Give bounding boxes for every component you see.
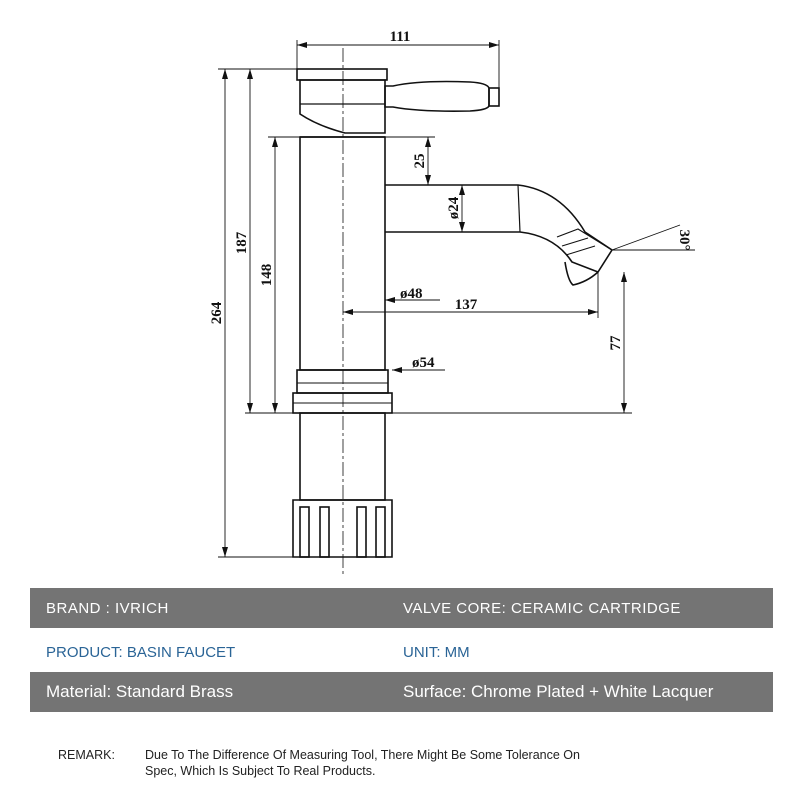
faucet-technical-drawing: 111 264 187 148 25 ø24 30° ø48 137 77 ø5… bbox=[209, 29, 695, 575]
unit-text: UNIT: MM bbox=[403, 643, 470, 661]
dim-spout-angle: 30° bbox=[676, 230, 692, 251]
mounting-shank bbox=[299, 412, 386, 501]
handle-lever bbox=[384, 80, 490, 112]
remark-line-2: Spec, Which Is Subject To Real Products. bbox=[145, 764, 376, 778]
dim-total-height: 264 bbox=[209, 301, 225, 324]
aerator bbox=[564, 261, 599, 286]
product-text: PRODUCT: BASIN FAUCET bbox=[46, 643, 236, 661]
dim-upper-height: 187 bbox=[234, 231, 250, 254]
valve-housing bbox=[299, 79, 386, 134]
faucet-body bbox=[299, 136, 386, 371]
spec-row-material: Material: Standard Brass Surface: Chrome… bbox=[30, 672, 773, 712]
dim-handle-offset: 25 bbox=[412, 154, 428, 169]
base-ring-upper bbox=[296, 369, 389, 394]
surface-text: Surface: Chrome Plated + White Lacquer bbox=[403, 682, 714, 701]
dim-base-diameter: ø54 bbox=[412, 355, 435, 371]
dim-body-diameter: ø48 bbox=[400, 286, 423, 302]
dim-top-width: 111 bbox=[390, 29, 411, 45]
dim-spout-clearance: 77 bbox=[608, 335, 624, 351]
dim-spout-diameter: ø24 bbox=[446, 196, 462, 219]
spec-row-product: PRODUCT: BASIN FAUCET UNIT: MM bbox=[30, 632, 773, 672]
remark-line-1: Due To The Difference Of Measuring Tool,… bbox=[145, 748, 580, 762]
handle-knob bbox=[488, 87, 500, 107]
mounting-nut bbox=[292, 499, 393, 558]
brand-text: BRAND : IVRICH bbox=[46, 599, 169, 617]
remark-text: Due To The Difference Of Measuring Tool,… bbox=[145, 747, 580, 779]
top-cap bbox=[296, 68, 388, 81]
dim-body-height: 148 bbox=[259, 264, 275, 287]
valve-core-text: VALVE CORE: CERAMIC CARTRIDGE bbox=[403, 599, 681, 617]
dim-spout-reach: 137 bbox=[455, 297, 478, 313]
material-text: Material: Standard Brass bbox=[46, 682, 234, 701]
spec-row-brand: BRAND : IVRICH VALVE CORE: CERAMIC CARTR… bbox=[30, 588, 773, 628]
remark-label: REMARK: bbox=[58, 748, 115, 762]
